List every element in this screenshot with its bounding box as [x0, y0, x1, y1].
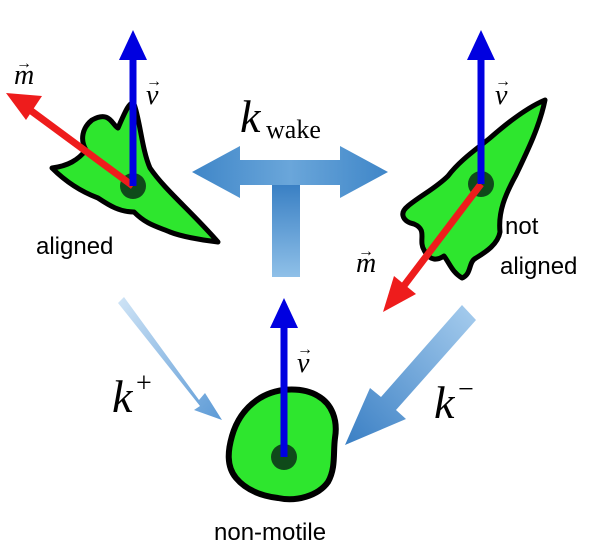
k-minus-transition-arrow — [345, 305, 476, 445]
transition-arrow-icon — [345, 305, 476, 445]
polarization-arrow-icon — [6, 93, 42, 120]
k-symbol: k — [112, 371, 134, 422]
m-arrow-accent: → — [358, 243, 374, 260]
aligned-v-label: v → — [146, 73, 162, 111]
aligned-m-label: m → — [14, 55, 34, 91]
not-aligned-m-label: m → — [356, 243, 376, 279]
not-aligned-label-line2: aligned — [500, 253, 577, 280]
v-arrow-accent: → — [297, 341, 313, 358]
not-aligned-cell — [383, 30, 548, 312]
m-symbol: m — [14, 60, 34, 91]
wake-subscript: wake — [266, 115, 321, 144]
k-plus-label: k + — [112, 368, 152, 422]
not-aligned-label-line1: not — [505, 213, 539, 240]
k-minus-label: k − — [434, 374, 474, 428]
transition-arrow-icon — [118, 297, 222, 420]
v-arrow-accent: → — [146, 73, 162, 90]
non-motile-label: non-motile — [214, 519, 326, 546]
k-plus-transition-arrow — [118, 297, 222, 420]
velocity-arrow-icon — [270, 298, 298, 328]
not-aligned-polarization-arrow-shaft — [400, 181, 484, 290]
v-arrow-accent: → — [495, 73, 511, 90]
v-symbol: v — [495, 80, 508, 111]
k-symbol: k — [240, 91, 262, 142]
wake-arrow-stem — [272, 185, 300, 277]
plus-superscript: + — [136, 368, 152, 399]
minus-superscript: − — [458, 374, 474, 405]
non-motile-cell — [225, 298, 339, 503]
wake-double-arrow-icon — [192, 146, 388, 198]
v-symbol: v — [146, 80, 159, 111]
aligned-polarization-arrow-shaft — [27, 107, 136, 189]
aligned-cell — [6, 30, 221, 245]
not-aligned-v-label: v → — [495, 73, 511, 111]
non-motile-v-label: v → — [297, 341, 313, 379]
m-symbol: m — [356, 248, 376, 279]
k-wake-label: k wake — [240, 91, 321, 144]
wake-transition-arrow — [192, 146, 388, 277]
polarization-arrow-icon — [383, 276, 416, 312]
aligned-label: aligned — [36, 233, 113, 260]
v-symbol: v — [297, 348, 310, 379]
velocity-arrow-icon — [119, 30, 147, 60]
k-symbol: k — [434, 377, 456, 428]
velocity-arrow-icon — [467, 30, 495, 60]
m-arrow-accent: → — [16, 55, 32, 72]
